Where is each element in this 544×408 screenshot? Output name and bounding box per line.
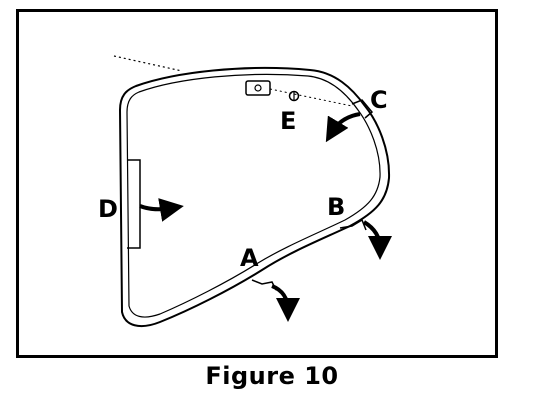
arrow-d-icon [139,198,184,222]
screw-e-leader [269,88,353,107]
figure-border [16,9,498,358]
clip-d-bracket [127,159,141,249]
callout-e-label: E [280,107,296,135]
panel-outline-outer [118,66,391,328]
reference-dotted-line [113,55,183,72]
panel-outline-inner [126,73,381,318]
mounting-bracket [245,80,271,96]
arrow-a-icon [271,284,300,322]
bracket-hole [254,84,262,92]
callout-c-label: C [370,86,388,114]
arrow-c-icon [325,112,361,143]
figure-caption: Figure 10 [205,362,339,390]
callout-d-label: D [98,195,118,223]
clip-c-tab [351,99,374,119]
arrow-b-icon [362,220,392,260]
callout-b-label: B [327,193,345,221]
callout-a-label: A [240,244,259,272]
clip-b-tab [339,218,367,231]
